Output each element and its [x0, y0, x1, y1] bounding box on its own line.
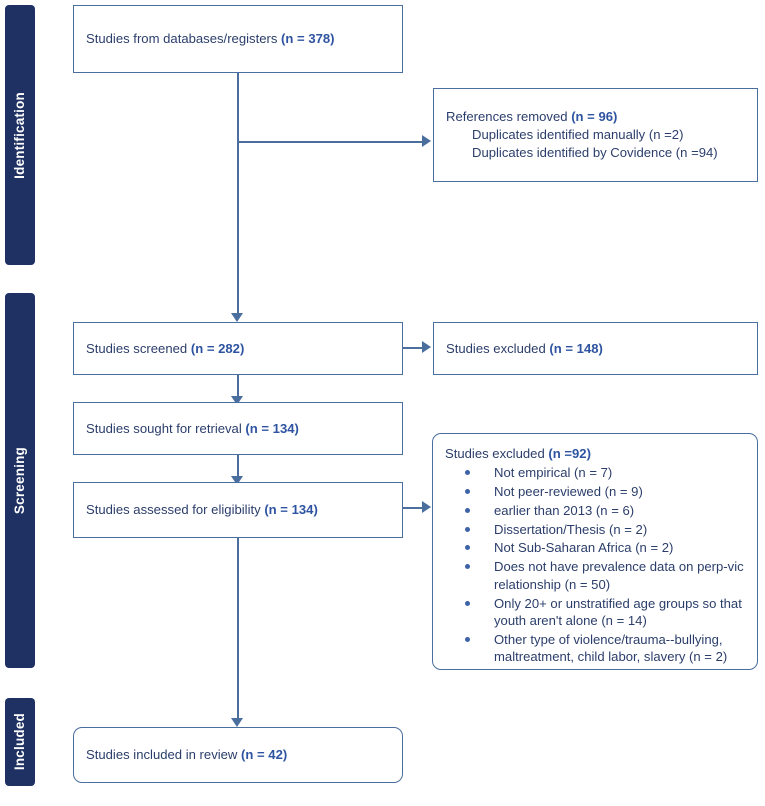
records-identified-text: Studies from databases/registers: [86, 31, 282, 47]
arrowhead-to-sought: [231, 396, 243, 405]
reports-excluded-count: (n =92): [548, 446, 591, 461]
bullet-icon: [465, 488, 470, 494]
records-screened-count: (n = 282): [190, 340, 245, 356]
bullet-icon: [465, 526, 470, 532]
records-excluded-line: Studies excluded (n = 148): [446, 340, 745, 358]
phase-bar-included: Included: [5, 698, 35, 786]
exclusion-reason-item: Not empirical (n = 7): [460, 464, 745, 481]
exclusion-reason-text: Dissertation/Thesis (n = 2): [494, 521, 648, 537]
box-records-identified: Studies from databases/registers (n = 37…: [73, 5, 403, 73]
bullet-icon: [465, 469, 470, 475]
records-removed-sub-line-2: Duplicates identified by Covidence (n =9…: [472, 144, 718, 160]
bullet-icon: [465, 636, 470, 642]
box-reports-sought: Studies sought for retrieval (n = 134): [73, 402, 403, 455]
box-reports-excluded: Studies excluded (n =92) Not empirical (…: [432, 433, 758, 670]
arrowhead-to-excluded: [422, 341, 431, 353]
records-screened-line: Studies screened (n = 282): [86, 340, 390, 358]
studies-included-text: Studies included in review: [86, 747, 242, 763]
exclusion-reason-text: youth aren't alone (n = 14): [494, 613, 647, 629]
bullet-icon: [465, 507, 470, 513]
box-reports-assessed: Studies assessed for eligibility (n = 13…: [73, 482, 403, 538]
connector-assessed-to-reports-excluded: [403, 507, 424, 509]
reports-excluded-text: Studies excluded: [445, 446, 549, 461]
exclusion-reason-item: Not peer-reviewed (n = 9): [460, 483, 745, 500]
box-records-screened: Studies screened (n = 282): [73, 322, 403, 375]
bullet-icon: [465, 564, 470, 570]
exclusion-reason-item: Other type of violence/trauma--bullying,…: [460, 631, 745, 666]
phase-bar-identification: Identification: [5, 5, 35, 265]
records-removed-count: (n = 96): [571, 109, 618, 125]
reports-assessed-count: (n = 134): [264, 502, 318, 518]
records-identified-count: (n = 378): [281, 31, 335, 47]
arrowhead-to-included: [231, 718, 243, 727]
connector-identified-to-screened: [237, 141, 239, 315]
studies-included-line: Studies included in review (n = 42): [86, 746, 390, 764]
connector-identified-to-branch: [237, 73, 239, 143]
reports-sought-line: Studies sought for retrieval (n = 134): [86, 420, 390, 438]
exclusion-reason-item: earlier than 2013 (n = 6): [460, 502, 745, 519]
reports-assessed-text: Studies assessed for eligibility: [86, 502, 265, 518]
reports-excluded-line: Studies excluded (n =92): [445, 445, 745, 463]
arrowhead-to-removed: [422, 135, 431, 147]
exclusion-reason-text: Only 20+ or unstratified age groups so t…: [494, 595, 742, 611]
phase-label-identification: Identification: [12, 91, 28, 179]
connector-assessed-to-included: [237, 538, 239, 722]
exclusion-reason-item: Dissertation/Thesis (n = 2): [460, 521, 745, 538]
records-excluded-text: Studies excluded: [446, 340, 550, 356]
records-excluded-count: (n = 148): [549, 340, 603, 356]
arrowhead-to-reports-excluded: [422, 501, 431, 513]
exclusion-reason-text: Does not have prevalence data on perp-vi…: [494, 559, 744, 575]
exclusion-reason-text: maltreatment, child labor, slavery (n = …: [494, 649, 728, 665]
bullet-icon: [465, 545, 470, 551]
reports-sought-count: (n = 134): [245, 420, 299, 436]
bullet-icon: [465, 600, 470, 606]
exclusion-reason-item: Only 20+ or unstratified age groups so t…: [460, 595, 745, 630]
phase-label-screening: Screening: [12, 446, 28, 515]
box-records-removed: References removed (n = 96) Duplicates i…: [433, 88, 758, 182]
exclusion-reason-text: Other type of violence/trauma--bullying,: [494, 631, 723, 647]
exclusion-reason-text: Not empirical (n = 7): [494, 464, 613, 480]
exclusion-reason-item: Does not have prevalence data on perp-vi…: [460, 558, 745, 593]
phase-bar-screening: Screening: [5, 293, 35, 668]
connector-screened-to-excluded: [403, 347, 424, 349]
exclusion-reason-text: earlier than 2013 (n = 6): [494, 502, 635, 518]
arrowhead-to-assessed: [231, 476, 243, 485]
phase-label-included: Included: [12, 713, 28, 771]
exclusion-reason-text: relationship (n = 50): [494, 576, 611, 592]
arrowhead-to-screened: [231, 313, 243, 322]
records-screened-text: Studies screened: [86, 340, 191, 356]
connector-sought-to-assessed: [237, 455, 239, 480]
connector-branch-to-removed: [237, 141, 424, 143]
exclusion-reason-item: Not Sub-Saharan Africa (n = 2): [460, 539, 745, 556]
records-removed-line: References removed (n = 96): [446, 108, 745, 126]
reports-assessed-line: Studies assessed for eligibility (n = 13…: [86, 501, 390, 519]
exclusion-reason-list: Not empirical (n = 7) Not peer-reviewed (…: [445, 464, 745, 667]
records-removed-sub-line-1: Duplicates identified manually (n =2): [472, 127, 684, 143]
exclusion-reason-text: Not Sub-Saharan Africa (n = 2): [494, 540, 674, 556]
studies-included-count: (n = 42): [241, 747, 288, 763]
exclusion-reason-text: Not peer-reviewed (n = 9): [494, 483, 643, 499]
reports-sought-text: Studies sought for retrieval: [86, 420, 246, 436]
records-removed-text: References removed: [446, 109, 572, 125]
box-records-excluded: Studies excluded (n = 148): [433, 322, 758, 375]
connector-screened-to-sought: [237, 375, 239, 400]
box-studies-included: Studies included in review (n = 42): [73, 727, 403, 783]
records-identified-line: Studies from databases/registers (n = 37…: [86, 30, 390, 48]
